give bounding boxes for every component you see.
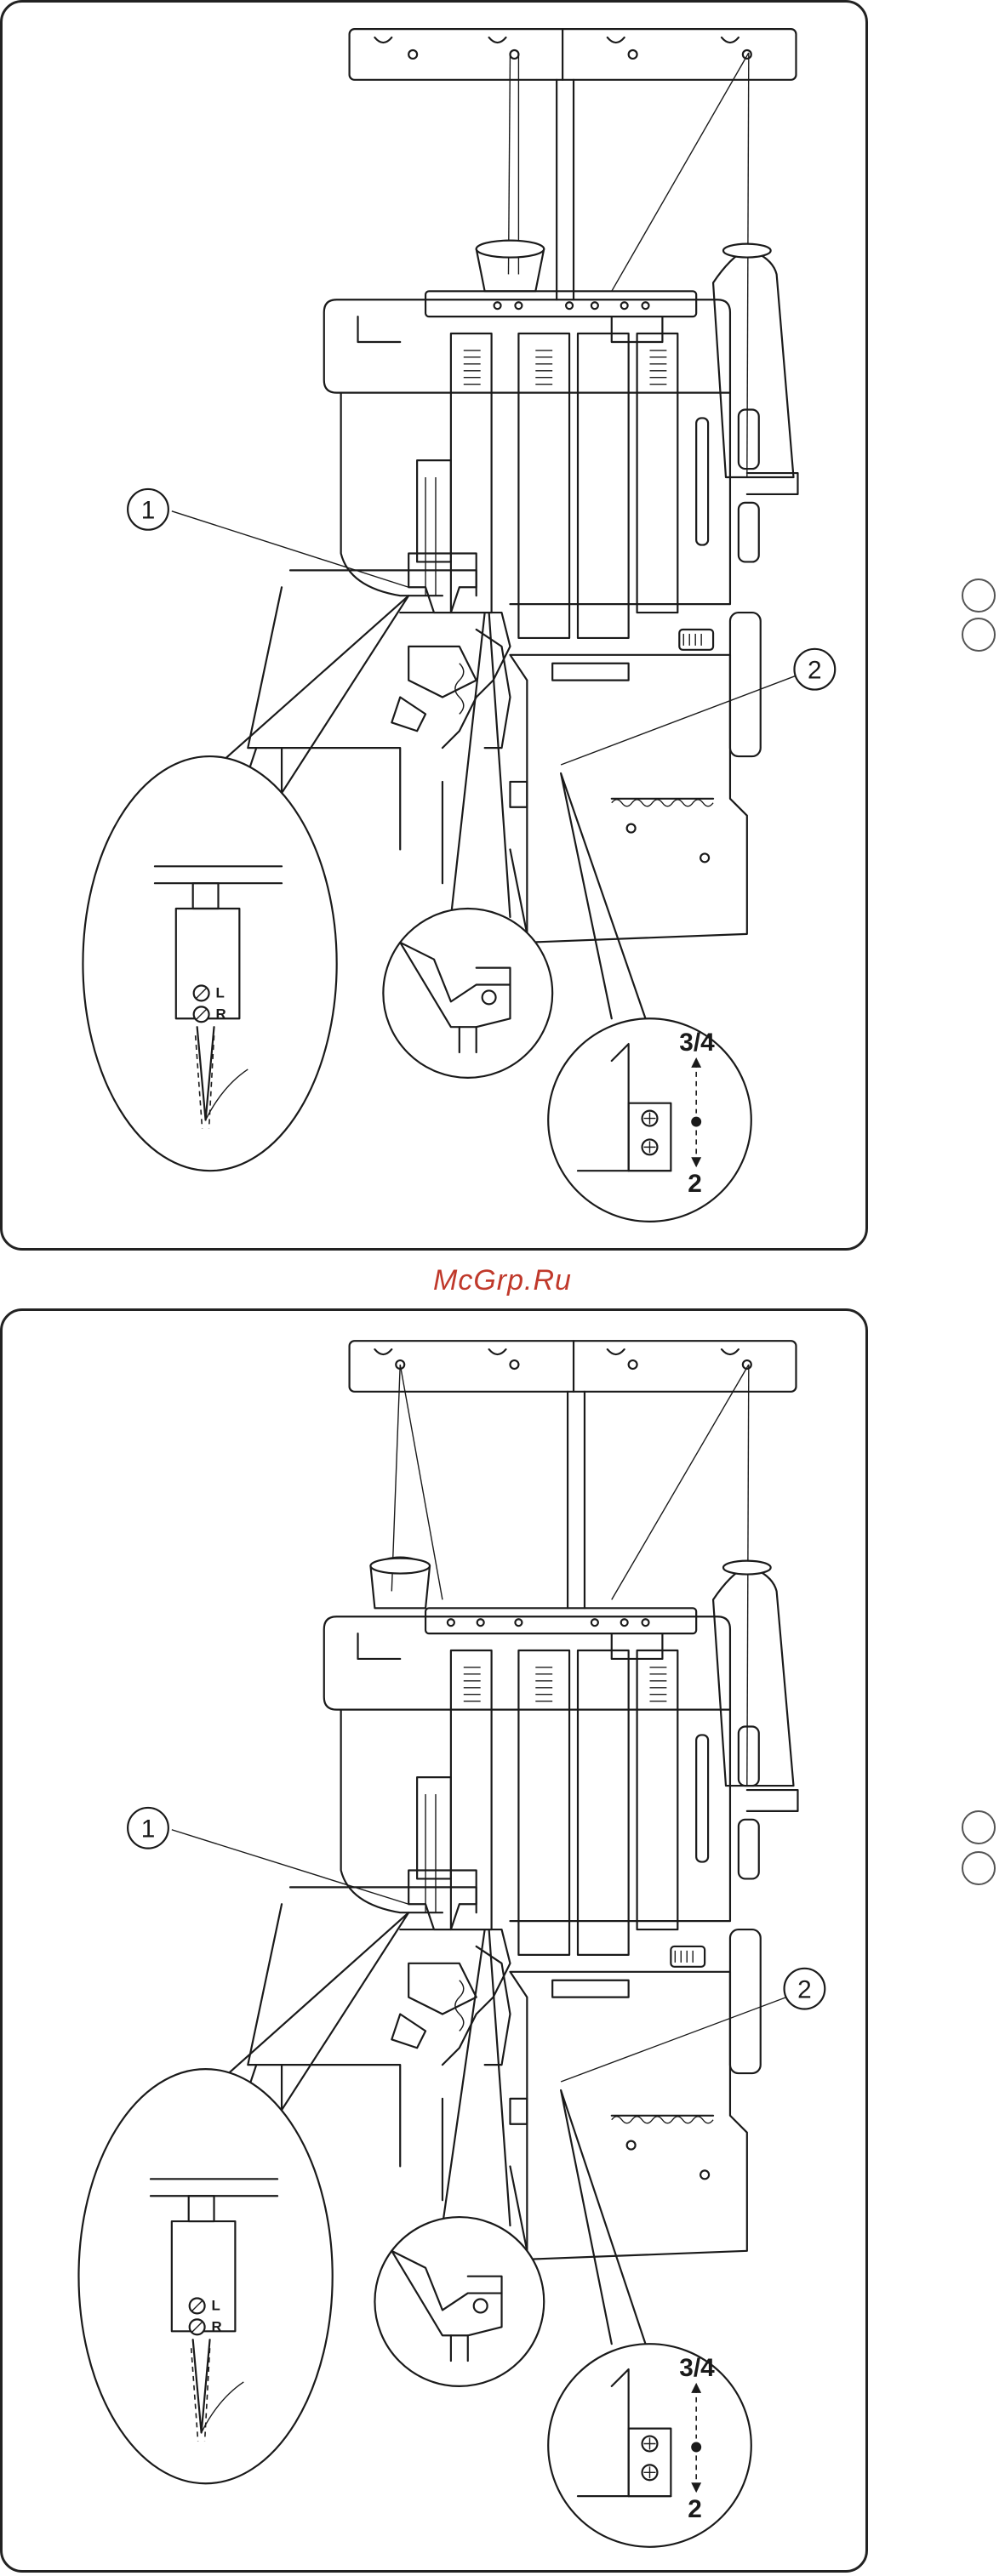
foot-magnifier-lines <box>451 613 511 917</box>
presser-foot-magnifier <box>383 909 552 1078</box>
needle-right-label: R <box>212 2318 222 2334</box>
stitch-position-magnifier: 3/4 2 <box>548 2344 751 2547</box>
presser-foot-magnifier <box>374 2217 544 2386</box>
serger-threading-diagram-top: 1 2 L R <box>3 3 865 1248</box>
needle-left-label: L <box>212 2297 220 2313</box>
position-lower-label: 2 <box>688 1170 702 1198</box>
setting-magnifier-lines <box>561 773 645 1018</box>
callout-2: 2 <box>794 649 835 690</box>
foot-magnifier-lines <box>443 1929 511 2226</box>
position-lower-label: 2 <box>688 2495 702 2523</box>
callout-2-leader <box>561 672 806 765</box>
callout-1: 1 <box>128 489 168 530</box>
needle-detail-magnifier: L R <box>83 756 336 1171</box>
callout-2: 2 <box>785 1969 825 2009</box>
callout-1: 1 <box>128 1808 168 1849</box>
side-marker-circle-1 <box>962 578 996 613</box>
callout-2-number: 2 <box>808 657 822 685</box>
position-upper-label: 3/4 <box>679 1029 715 1057</box>
callout-1-number: 1 <box>141 1815 156 1844</box>
setting-magnifier-lines <box>561 2090 645 2344</box>
side-marker-circle-2 <box>962 618 996 652</box>
side-marker-circle-3 <box>962 1810 996 1844</box>
needle-detail-magnifier: L R <box>78 2069 332 2483</box>
position-upper-label: 3/4 <box>679 2354 715 2382</box>
callout-1-leader <box>172 1830 408 1904</box>
needle-left-label: L <box>216 984 225 1000</box>
diagram-panel-top: 1 2 L R <box>0 0 868 1251</box>
callout-1-number: 1 <box>141 497 156 525</box>
thread-spools <box>477 241 794 477</box>
watermark-text: McGrp.Ru <box>0 1264 1005 1297</box>
callout-2-number: 2 <box>797 1976 812 2004</box>
side-marker-circle-4 <box>962 1851 996 1885</box>
stitch-position-magnifier: 3/4 2 <box>548 1018 751 1222</box>
callout-2-leader <box>561 1991 804 2082</box>
serger-threading-diagram-bottom: 1 2 L R <box>3 1311 865 2570</box>
callout-1-leader <box>172 511 408 587</box>
needle-right-label: R <box>216 1006 226 1022</box>
diagram-panel-bottom: 1 2 L R <box>0 1308 868 2573</box>
